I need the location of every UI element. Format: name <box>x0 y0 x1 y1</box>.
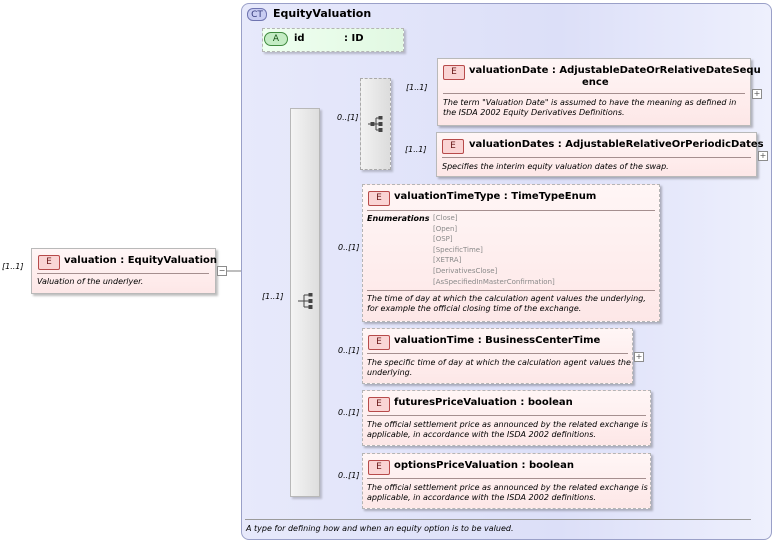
valuation-dates-element[interactable]: E valuationDates : AdjustableRelativeOrP… <box>436 132 764 177</box>
futures-price-valuation-documentation: The official settlement price as announc… <box>367 420 648 439</box>
enum-as-specified: [AsSpecifiedInMasterConfirmation] <box>433 277 555 286</box>
options-price-valuation-element[interactable]: E optionsPriceValuation : boolean The of… <box>362 453 651 509</box>
futures-price-valuation-element[interactable]: E futuresPriceValuation : boolean The of… <box>362 390 651 446</box>
complex-type-separator <box>245 519 751 520</box>
root-element-name: valuation : EquityValuation <box>64 255 217 266</box>
sequence-cardinality: [1..1] <box>262 292 284 301</box>
valuation-date-documentation: The term "Valuation Date" is assumed to … <box>443 98 737 117</box>
valuation-time-type-documentation: The time of day at which the calculation… <box>367 294 646 313</box>
valuation-time-cardinality: 0..[1] <box>338 346 360 355</box>
enumerations-label: Enumerations <box>367 214 430 223</box>
valuation-time-name: valuationTime : BusinessCenterTime <box>394 335 601 346</box>
valuation-dates-name: valuationDates : AdjustableRelativeOrPer… <box>469 139 764 150</box>
valuation-date-cardinality: [1..1] <box>406 83 428 92</box>
enum-xetra: [XETRA] <box>433 256 462 265</box>
valuation-time-separator <box>367 353 628 354</box>
complex-type-documentation: A type for defining how and when an equi… <box>246 524 514 533</box>
complex-type-name: EquityValuation <box>273 7 372 20</box>
enum-close: [Close] <box>433 214 458 222</box>
attribute-type: : ID <box>344 33 364 44</box>
root-element-box[interactable]: E valuation : EquityValuation Valuation … <box>31 248 217 294</box>
sequence-icon <box>298 293 313 309</box>
options-price-valuation-cardinality: 0..[1] <box>338 471 360 480</box>
futures-price-valuation-name: futuresPriceValuation : boolean <box>394 397 573 408</box>
valuation-time-type-separator-2 <box>367 290 655 291</box>
element-badge: E <box>368 397 390 412</box>
root-cardinality: [1..1] <box>2 262 24 271</box>
root-documentation: Valuation of the underlyer. <box>37 277 144 286</box>
valuation-time-type-element[interactable]: E valuationTimeType : TimeTypeEnum Enume… <box>362 184 660 322</box>
expand-icon[interactable]: + <box>758 151 768 161</box>
attribute-name: id <box>294 33 305 44</box>
enum-osp: [OSP] <box>433 235 453 244</box>
futures-price-valuation-separator <box>367 415 646 416</box>
collapse-icon[interactable]: − <box>217 266 227 276</box>
choice-compositor[interactable] <box>360 78 391 170</box>
valuation-date-name-continued: ence <box>582 77 609 88</box>
complex-type-badge: CT <box>247 8 267 21</box>
element-badge: E <box>443 65 465 80</box>
enum-derivatives-close: [DerivativesClose] <box>433 267 498 275</box>
options-price-valuation-separator <box>367 478 646 479</box>
element-badge: E <box>442 139 464 154</box>
valuation-date-name: valuationDate : AdjustableDateOrRelative… <box>469 65 761 76</box>
options-price-valuation-documentation: The official settlement price as announc… <box>367 483 648 502</box>
attribute-badge: A <box>264 32 288 46</box>
valuation-dates-cardinality: [1..1] <box>405 145 427 154</box>
valuation-dates-documentation: Specifies the interim equity valuation d… <box>442 162 669 171</box>
valuation-date-separator <box>443 93 745 94</box>
valuation-time-type-separator <box>367 210 655 211</box>
root-separator <box>37 273 209 274</box>
options-price-valuation-name: optionsPriceValuation : boolean <box>394 460 574 471</box>
element-badge: E <box>38 255 60 270</box>
element-badge: E <box>368 335 390 350</box>
futures-price-valuation-cardinality: 0..[1] <box>338 408 360 417</box>
choice-icon <box>368 116 383 132</box>
expand-icon[interactable]: + <box>752 89 762 99</box>
element-badge: E <box>368 191 390 206</box>
expand-icon[interactable]: + <box>634 352 644 362</box>
choice-cardinality: 0..[1] <box>337 113 359 122</box>
valuation-time-type-cardinality: 0..[1] <box>338 243 360 252</box>
sequence-compositor[interactable] <box>290 108 320 497</box>
enum-specific-time: [SpecificTime] <box>433 245 483 254</box>
valuation-time-documentation: The specific time of day at which the ca… <box>367 358 631 377</box>
valuation-date-element[interactable]: E valuationDate : AdjustableDateOrRelati… <box>437 58 761 126</box>
enum-open: [Open] <box>433 224 458 233</box>
element-badge: E <box>368 460 390 475</box>
valuation-time-element[interactable]: E valuationTime : BusinessCenterTime The… <box>362 328 633 384</box>
valuation-time-type-name: valuationTimeType : TimeTypeEnum <box>394 191 597 202</box>
valuation-dates-separator <box>442 157 751 158</box>
